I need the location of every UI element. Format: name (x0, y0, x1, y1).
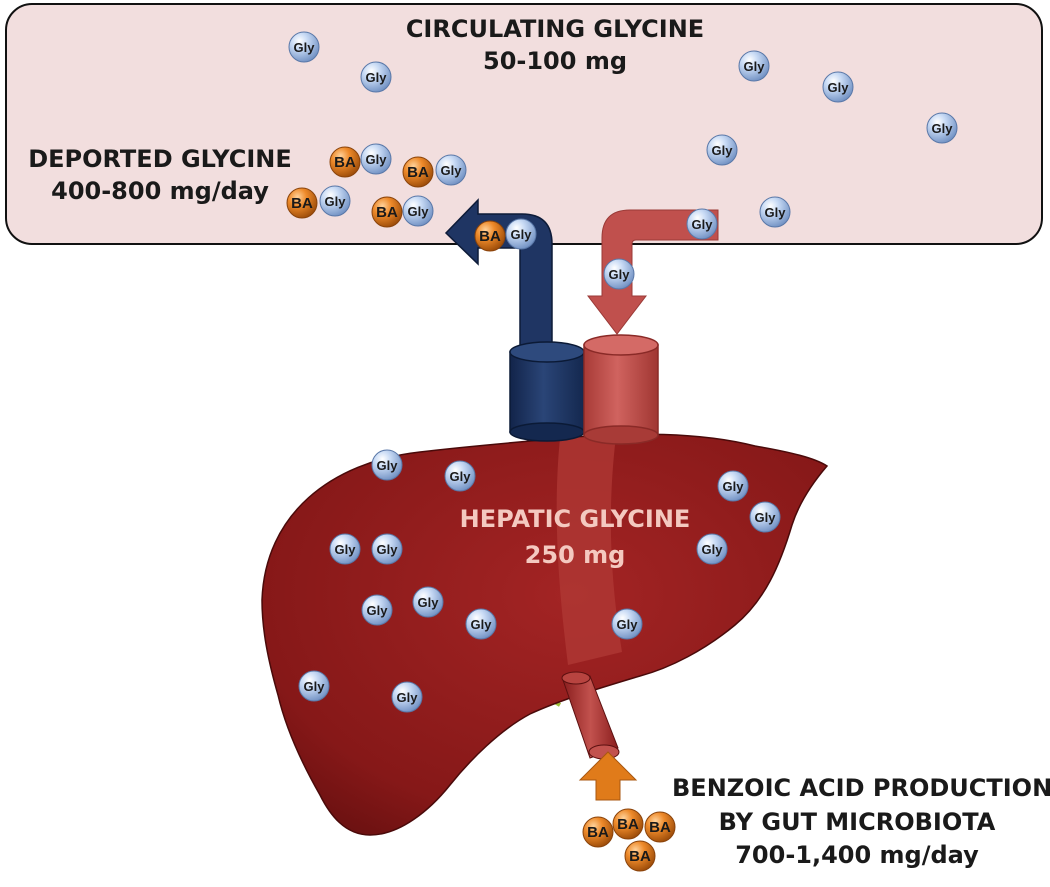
benzoic-acid-molecule-label: BA (479, 228, 501, 245)
glycine-molecule-label: Gly (441, 163, 463, 178)
benzoic-acid-arrow (578, 751, 638, 801)
glycine-molecule-label: Gly (366, 152, 388, 167)
liver (261, 433, 829, 836)
benzoic-acid-molecule-label: BA (376, 204, 398, 221)
glycine-molecule: Gly (611, 608, 643, 640)
glycine-molecule-label: Gly (294, 40, 316, 55)
glycine-molecule: Gly (329, 533, 361, 565)
glycine-molecule-label: Gly (408, 204, 430, 219)
glycine-molecule: Gly (759, 196, 791, 228)
benzoic-acid-molecule-label: BA (649, 819, 671, 836)
glycine-molecule: Gly (822, 71, 854, 103)
glycine-molecule-label: Gly (702, 542, 724, 557)
glycine-molecule-label: Gly (366, 70, 388, 85)
benzoic-acid-molecule-label: BA (629, 848, 651, 865)
benzoic-acid-molecule-label: BA (407, 164, 429, 181)
glycine-molecule: Gly (717, 470, 749, 502)
efflux-arrow (444, 198, 553, 346)
hepatic-glycine-amount: 250 mg (524, 540, 626, 569)
hepatic-vein-band (556, 436, 622, 665)
benzoic-acid-label: BENZOIC ACID PRODUCTION BY GUT MICROBIOT… (672, 772, 1050, 873)
deported-glycine-amount: 400-800 mg/day (51, 176, 269, 205)
glycine-molecule-label: Gly (471, 617, 493, 632)
glycine-molecule-label: Gly (377, 458, 399, 473)
glycine-molecule-label: Gly (397, 690, 419, 705)
glycine-molecule-label: Gly (765, 205, 787, 220)
glycine-molecule: Gly (412, 586, 444, 618)
glycine-molecule-label: Gly (609, 267, 631, 282)
glycine-molecule: Gly (926, 112, 958, 144)
benzoic-acid-molecule-label: BA (291, 195, 313, 212)
benzoic-acid-molecule: BA (474, 220, 506, 252)
glycine-molecule: Gly (371, 533, 403, 565)
benzoic-acid-amount: 700-1,400 mg/day (735, 841, 979, 870)
glycine-molecule: Gly (371, 449, 403, 481)
influx-arrow (586, 209, 719, 335)
glycine-molecule: Gly (696, 533, 728, 565)
benzoic-acid-molecule: BA (402, 156, 434, 188)
glycine-molecule: Gly (738, 50, 770, 82)
glycine-molecule: Gly (360, 143, 392, 175)
circulating-glycine-amount: 50-100 mg (483, 46, 627, 75)
glycine-molecule-label: Gly (744, 59, 766, 74)
glycine-molecule-label: Gly (304, 679, 326, 694)
glycine-molecule: Gly (391, 681, 423, 713)
influx-vessel (583, 334, 659, 445)
portal-vein (561, 671, 620, 760)
glycine-molecule: Gly (361, 594, 393, 626)
benzoic-acid-molecule: BA (624, 840, 656, 872)
glycine-molecule: Gly (298, 670, 330, 702)
glycine-molecule: Gly (686, 208, 718, 240)
benzoic-acid-molecule-label: BA (587, 824, 609, 841)
benzoic-acid-molecule-label: BA (617, 816, 639, 833)
glycine-molecule-label: Gly (723, 479, 745, 494)
benzoic-acid-molecule: BA (582, 816, 614, 848)
glycine-molecule-label: Gly (511, 227, 533, 242)
glycine-molecule: Gly (505, 218, 537, 250)
benzoic-acid-molecule: BA (329, 146, 361, 178)
glycine-molecule-label: Gly (932, 121, 954, 136)
benzoic-acid-line2: BY GUT MICROBIOTA (718, 807, 996, 836)
glycine-molecule-label: Gly (617, 617, 639, 632)
glycine-molecule: Gly (465, 608, 497, 640)
benzoic-acid-molecule: BA (644, 811, 676, 843)
glycine-molecule: Gly (319, 185, 351, 217)
benzoic-acid-molecule: BA (371, 196, 403, 228)
glycine-molecule: Gly (706, 134, 738, 166)
glycine-molecule: Gly (288, 31, 320, 63)
benzoic-acid-molecule-label: BA (334, 154, 356, 171)
deported-glycine-label: DEPORTED GLYCINE 400-800 mg/day (20, 145, 300, 205)
glycine-molecule: Gly (444, 460, 476, 492)
glycine-molecule-label: Gly (367, 603, 389, 618)
glycine-molecule-label: Gly (755, 510, 777, 525)
glycine-molecule-label: Gly (418, 595, 440, 610)
benzoic-acid-molecule: BA (286, 187, 318, 219)
benzoic-acid-molecule: BA (612, 808, 644, 840)
glycine-molecule: Gly (402, 195, 434, 227)
glycine-molecule-label: Gly (325, 194, 347, 209)
circulating-glycine-title: CIRCULATING GLYCINE (405, 15, 705, 43)
efflux-vessel (509, 341, 585, 442)
deported-glycine-title: DEPORTED GLYCINE (28, 145, 292, 173)
glycine-molecule-label: Gly (335, 542, 357, 557)
glycine-molecule-label: Gly (712, 143, 734, 158)
glycine-molecule: Gly (603, 258, 635, 290)
glycine-molecule-label: Gly (692, 217, 714, 232)
glycine-molecule-label: Gly (377, 542, 399, 557)
benzoic-acid-line1: BENZOIC ACID PRODUCTION (672, 774, 1050, 802)
glycine-molecule: Gly (435, 154, 467, 186)
glycine-molecule: Gly (749, 501, 781, 533)
glycine-molecule: Gly (360, 61, 392, 93)
circulating-glycine-label: CIRCULATING GLYCINE 50-100 mg (380, 15, 730, 75)
hepatic-glycine-title: HEPATIC GLYCINE (459, 505, 691, 533)
hepatic-glycine-label: HEPATIC GLYCINE 250 mg (440, 505, 710, 569)
glycine-molecule-label: Gly (828, 80, 850, 95)
glycine-molecule-label: Gly (450, 469, 472, 484)
